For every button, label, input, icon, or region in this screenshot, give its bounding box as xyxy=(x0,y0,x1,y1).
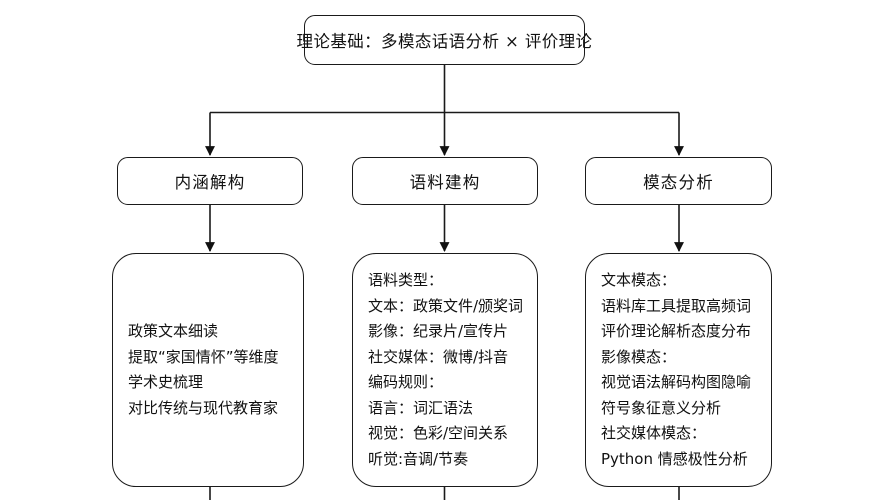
detail-3-line-5: 视觉语法解码构图隐喻 xyxy=(601,373,752,391)
node-detail-modal-analysis[interactable]: 文本模态： 语料库工具提取高频词 评价理论解析态度分布 影像模态： 视觉语法解码… xyxy=(585,253,772,487)
detail-2-line-5: 编码规则： xyxy=(368,373,444,391)
detail-1-lines: 政策文本细读 提取“家国情怀”等维度 学术史梳理 对比传统与现代教育家 xyxy=(113,319,279,421)
detail-2-line-7: 视觉：色彩/空间关系 xyxy=(368,424,509,442)
node-stage-3-label: 模态分析 xyxy=(643,173,714,192)
detail-2-line-6: 语言：词汇语法 xyxy=(368,398,474,417)
detail-1-line-4: 对比传统与现代教育家 xyxy=(128,398,279,417)
detail-3-line-4: 影像模态： xyxy=(601,347,677,366)
node-stage-1-label: 内涵解构 xyxy=(174,173,246,192)
node-stage-2-label: 语料建构 xyxy=(409,173,481,192)
detail-3-line-6: 符号象征意义分析 xyxy=(601,398,722,417)
detail-3-lines: 文本模态： 语料库工具提取高频词 评价理论解析态度分布 影像模态： 视觉语法解码… xyxy=(586,268,751,472)
detail-2-line-4: 社交媒体：微博/抖音 xyxy=(368,347,509,366)
detail-3-line-8: Python 情感极性分析 xyxy=(601,449,748,468)
node-stage-connotation-deconstruction[interactable]: 内涵解构 xyxy=(117,157,303,205)
node-theoretical-basis-label: 理论基础：多模态话语分析 × 评价理论 xyxy=(296,32,593,51)
node-detail-corpus-construction[interactable]: 语料类型： 文本：政策文件/颁奖词 影像：纪录片/宣传片 社交媒体：微博/抖音 … xyxy=(352,253,538,487)
detail-2-line-3: 影像：纪录片/宣传片 xyxy=(368,322,509,340)
node-theoretical-basis[interactable]: 理论基础：多模态话语分析 × 评价理论 xyxy=(297,15,592,65)
detail-2-line-1: 语料类型： xyxy=(368,271,444,289)
detail-2-line-8: 听觉:音调/节奏 xyxy=(368,449,469,468)
detail-3-line-1: 文本模态： xyxy=(601,271,677,289)
node-stage-modal-analysis[interactable]: 模态分析 xyxy=(585,157,772,205)
detail-2-line-2: 文本：政策文件/颁奖词 xyxy=(368,296,524,315)
node-stage-corpus-construction[interactable]: 语料建构 xyxy=(352,157,538,205)
detail-3-line-7: 社交媒体模态： xyxy=(601,424,707,442)
detail-1-line-3: 学术史梳理 xyxy=(128,373,204,391)
detail-1-line-1: 政策文本细读 xyxy=(128,322,219,340)
detail-2-lines: 语料类型： 文本：政策文件/颁奖词 影像：纪录片/宣传片 社交媒体：微博/抖音 … xyxy=(353,268,523,472)
detail-1-line-2: 提取“家国情怀”等维度 xyxy=(128,347,279,366)
detail-3-line-2: 语料库工具提取高频词 xyxy=(601,296,752,315)
node-detail-connotation-deconstruction[interactable]: 政策文本细读 提取“家国情怀”等维度 学术史梳理 对比传统与现代教育家 xyxy=(112,253,304,487)
detail-3-line-3: 评价理论解析态度分布 xyxy=(601,322,752,340)
